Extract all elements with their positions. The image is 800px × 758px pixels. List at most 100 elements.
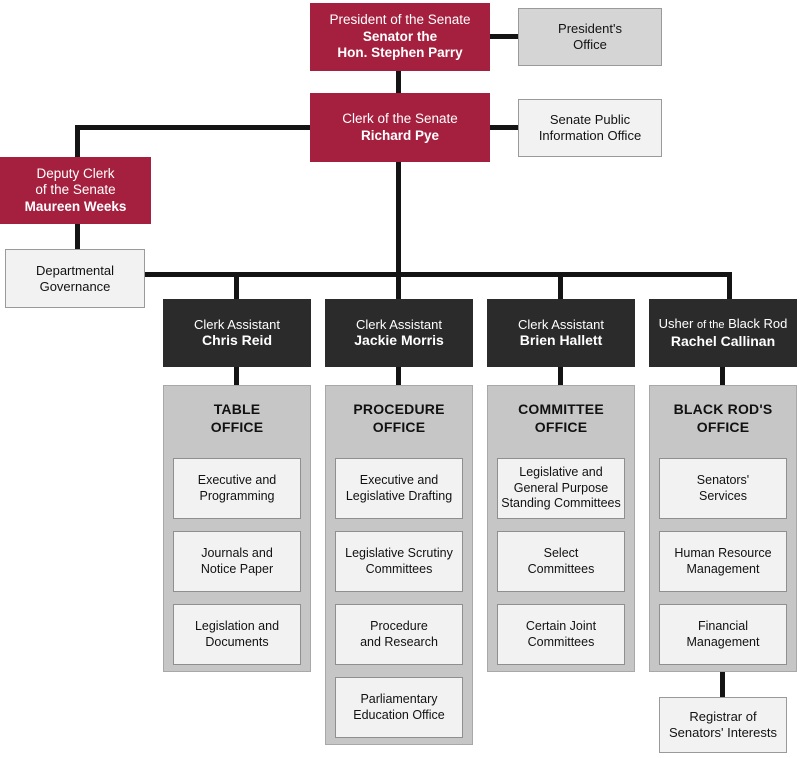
office-head-name-2: Jackie Morris (354, 332, 444, 349)
office-title-3-line-2: OFFICE (534, 419, 588, 436)
office-title-2: PROCEDURE OFFICE (326, 400, 472, 436)
president-name-line-2: Hon. Stephen Parry (337, 45, 463, 61)
office-unit-2-4[interactable]: Parliamentary Education Office (335, 677, 463, 738)
connector-president-to-clerk (396, 71, 401, 93)
departmental-governance-line-2: Governance (39, 278, 111, 294)
office-unit-3-1-line-1: Legislative and (519, 465, 603, 480)
office-unit-1-3[interactable]: Legislation and Documents (173, 604, 301, 665)
office-unit-3-3-line-2: Committees (527, 634, 595, 649)
connector-clerk-trunk (396, 162, 401, 277)
office-title-1-line-1: TABLE (213, 401, 261, 417)
office-unit-2-3[interactable]: Procedure and Research (335, 604, 463, 665)
office-title-4-line-1: BLACK ROD'S (673, 401, 773, 417)
office-unit-1-1[interactable]: Executive and Programming (173, 458, 301, 519)
office-unit-4-1-line-1: Senators' (696, 472, 750, 487)
node-office-head-3[interactable]: Clerk Assistant Brien Hallett (487, 299, 635, 367)
connector-bus-to-office-4 (727, 272, 732, 299)
office-head-role-4-mid: of the (696, 319, 725, 332)
office-unit-1-2-line-2: Notice Paper (200, 561, 274, 576)
connector-office-bus (140, 272, 732, 277)
office-head-role-3: Clerk Assistant (518, 316, 604, 332)
office-unit-2-4-line-2: Education Office (353, 707, 445, 722)
office-title-1: TABLE OFFICE (164, 400, 310, 436)
office-unit-1-1-line-1: Executive and (197, 472, 277, 487)
departmental-governance-line-1: Departmental (35, 262, 115, 278)
office-unit-3-1[interactable]: Legislative and General Purpose Standing… (497, 458, 625, 519)
connector-office-1-to-panel (234, 367, 239, 385)
connector-blackrod-to-registrar (720, 672, 725, 698)
node-president-of-the-senate[interactable]: President of the Senate Senator the Hon.… (310, 3, 490, 71)
connector-president-to-presidents-office (490, 34, 518, 39)
office-unit-2-4-line-1: Parliamentary (360, 691, 438, 706)
office-unit-3-1-line-2: General Purpose (513, 480, 609, 495)
office-unit-2-2-line-1: Legislative Scrutiny (345, 545, 453, 560)
office-unit-1-2[interactable]: Journals and Notice Paper (173, 531, 301, 592)
office-head-role-1: Clerk Assistant (194, 316, 280, 332)
node-clerk-of-the-senate[interactable]: Clerk of the Senate Richard Pye (310, 93, 490, 162)
office-title-4-line-2: OFFICE (696, 419, 750, 436)
office-unit-3-3-line-1: Certain Joint (525, 618, 597, 633)
office-head-role-2: Clerk Assistant (356, 316, 442, 332)
connector-deputy-to-governance (75, 223, 80, 250)
connector-office-3-to-panel (558, 367, 563, 385)
president-title: President of the Senate (329, 12, 471, 28)
presidents-office-line-1: President's (558, 21, 622, 37)
node-registrar-of-senators-interests[interactable]: Registrar of Senators' Interests (659, 697, 787, 753)
connector-clerk-to-public-info-office (490, 125, 518, 130)
node-office-head-4[interactable]: Usher of the Black Rod Rachel Callinan (649, 299, 797, 367)
node-office-head-1[interactable]: Clerk Assistant Chris Reid (163, 299, 311, 367)
registrar-line-2: Senators' Interests (669, 725, 777, 740)
office-unit-3-3[interactable]: Certain Joint Committees (497, 604, 625, 665)
office-head-role-4: Usher of the Black Rod (659, 316, 788, 332)
office-head-name-1: Chris Reid (201, 332, 272, 349)
node-deputy-clerk-of-the-senate[interactable]: Deputy Clerk of the Senate Maureen Weeks (0, 157, 151, 224)
office-unit-4-3[interactable]: Financial Management (659, 604, 787, 665)
node-presidents-office[interactable]: President's Office (518, 8, 662, 66)
office-head-name-3: Brien Hallett (519, 332, 603, 349)
office-unit-4-3-line-1: Financial (697, 618, 749, 633)
office-unit-2-3-line-1: Procedure (370, 618, 428, 633)
connector-clerk-to-deputy-horizontal (75, 125, 310, 130)
office-unit-4-3-line-2: Management (686, 634, 760, 649)
office-unit-2-1[interactable]: Executive and Legislative Drafting (335, 458, 463, 519)
connector-bus-to-office-1 (234, 272, 239, 299)
node-senate-public-information-office[interactable]: Senate Public Information Office (518, 99, 662, 157)
deputy-clerk-title-line-2: of the Senate (35, 182, 116, 198)
office-unit-4-1-line-2: Services (699, 488, 747, 503)
connector-clerk-to-deputy-vertical (75, 125, 80, 158)
office-title-2-line-2: OFFICE (372, 419, 426, 436)
office-unit-2-2[interactable]: Legislative Scrutiny Committees (335, 531, 463, 592)
public-info-office-line-2: Information Office (538, 128, 642, 143)
office-title-3-line-1: COMMITTEE (518, 401, 604, 417)
office-unit-4-2[interactable]: Human Resource Management (659, 531, 787, 592)
office-unit-3-2[interactable]: Select Committees (497, 531, 625, 592)
deputy-clerk-name: Maureen Weeks (24, 198, 127, 214)
connector-office-2-to-panel (396, 367, 401, 385)
clerk-title: Clerk of the Senate (342, 111, 458, 127)
registrar-line-1: Registrar of (689, 709, 757, 725)
president-name-line-1: Senator the (362, 28, 438, 44)
connector-office-4-to-panel (720, 367, 725, 385)
office-unit-1-3-line-1: Legislation and (194, 618, 280, 633)
office-unit-2-1-line-1: Executive and (359, 472, 439, 487)
node-office-head-2[interactable]: Clerk Assistant Jackie Morris (325, 299, 473, 367)
office-unit-2-3-line-2: and Research (360, 634, 438, 649)
office-head-role-4-post: Black Rod (728, 316, 788, 332)
public-info-office-line-1: Senate Public (549, 112, 631, 128)
office-unit-3-2-line-2: Committees (527, 561, 595, 576)
office-head-name-4: Rachel Callinan (670, 332, 776, 349)
office-title-2-line-1: PROCEDURE (353, 401, 445, 417)
office-unit-2-1-line-2: Legislative Drafting (345, 488, 453, 503)
presidents-office-line-2: Office (573, 37, 607, 52)
node-departmental-governance[interactable]: Departmental Governance (5, 249, 145, 308)
office-unit-1-3-line-2: Documents (205, 634, 269, 649)
connector-bus-to-office-2 (396, 272, 401, 299)
office-unit-1-2-line-1: Journals and (201, 545, 273, 560)
office-title-1-line-2: OFFICE (210, 419, 264, 436)
connector-bus-to-office-3 (558, 272, 563, 299)
office-unit-3-1-line-3: Standing Committees (501, 496, 621, 511)
office-unit-4-1[interactable]: Senators' Services (659, 458, 787, 519)
clerk-name: Richard Pye (360, 127, 440, 143)
office-unit-3-2-line-1: Select (543, 545, 579, 560)
